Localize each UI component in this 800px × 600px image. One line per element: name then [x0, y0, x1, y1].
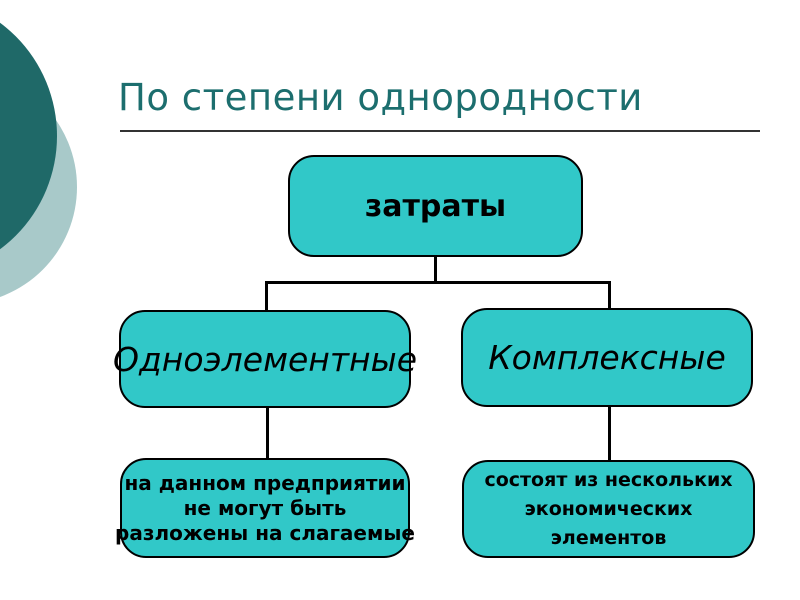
connector-right-desc-drop: [608, 406, 611, 462]
node-complex-description: состоят из нескольких экономических элем…: [462, 460, 755, 558]
connector-left-drop: [265, 281, 268, 312]
title-underline: [120, 130, 760, 132]
connector-branch-bar: [265, 281, 611, 284]
desc-right-line-1: состоят из нескольких: [484, 468, 733, 491]
node-costs: затраты: [288, 155, 583, 257]
desc-right-line-3: элементов: [550, 526, 667, 549]
node-single-element-description: на данном предприятии не могут быть разл…: [115, 458, 415, 558]
desc-left-line-2: не могут быть: [183, 495, 347, 520]
desc-left-line-3: разложены на слагаемые: [115, 520, 415, 545]
node-costs-label: затраты: [364, 188, 507, 224]
desc-right-line-2: экономических: [524, 497, 693, 520]
connector-left-desc-drop: [266, 407, 269, 460]
node-single-element-label: Одноэлементные: [113, 339, 417, 379]
connector-right-drop: [608, 281, 611, 310]
desc-left-line-1: на данном предприятии: [124, 470, 406, 495]
node-single-element: Одноэлементные: [113, 310, 417, 408]
slide-title: По степени однородности: [118, 76, 643, 119]
node-complex-label: Комплексные: [488, 338, 726, 377]
connector-root-stem: [434, 256, 437, 283]
node-complex: Комплексные: [461, 308, 753, 407]
